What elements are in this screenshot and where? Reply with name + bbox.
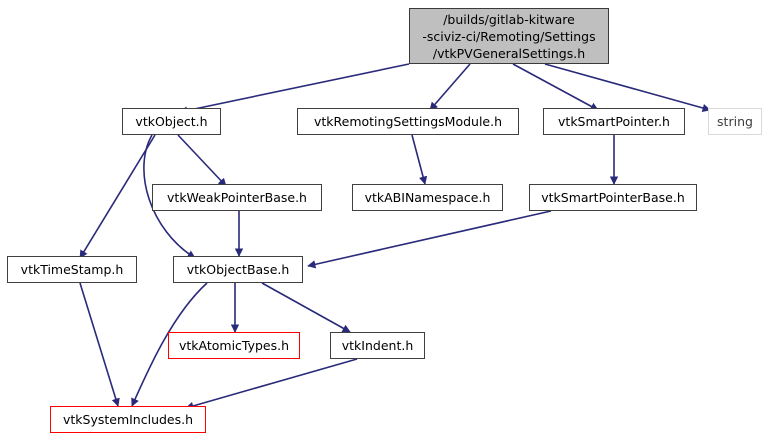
node-label-vtkABINamespace: vtkABINamespace.h: [364, 190, 491, 205]
node-root[interactable]: /builds/gitlab-kitware -sciviz-ci/Remoti…: [409, 8, 609, 64]
edges-group: [79, 63, 711, 410]
node-vtkTimeStamp[interactable]: vtkTimeStamp.h: [7, 256, 137, 283]
edge-vtkObjectBase-to-vtkIndent: [261, 282, 351, 333]
node-vtkWeakPointerBase[interactable]: vtkWeakPointerBase.h: [152, 184, 322, 211]
node-vtkABINamespace[interactable]: vtkABINamespace.h: [352, 184, 503, 211]
node-vtkAtomicTypes[interactable]: vtkAtomicTypes.h: [168, 332, 300, 359]
node-string[interactable]: string: [708, 108, 762, 135]
node-label-vtkSmartPointer: vtkSmartPointer.h: [558, 114, 670, 129]
node-vtkSmartPointer[interactable]: vtkSmartPointer.h: [543, 108, 685, 135]
edge-vtkObject-to-vtkObjectBase: [143, 134, 196, 259]
node-label-string: string: [717, 114, 753, 129]
edge-vtkTimeStamp-to-vtkSystemIncludes: [79, 282, 120, 407]
node-label-vtkObject: vtkObject.h: [135, 114, 208, 129]
node-vtkIndent[interactable]: vtkIndent.h: [330, 332, 425, 359]
node-label-vtkTimeStamp: vtkTimeStamp.h: [20, 262, 124, 277]
node-label-vtkSmartPointerBase: vtkSmartPointerBase.h: [541, 190, 685, 205]
node-label-vtkWeakPointerBase: vtkWeakPointerBase.h: [167, 190, 307, 205]
node-label-vtkAtomicTypes: vtkAtomicTypes.h: [178, 338, 290, 353]
edge-root-to-vtkRemotingSettingsModule: [429, 63, 471, 111]
edge-vtkObject-to-vtkWeakPointerBase: [177, 134, 227, 187]
edge-root-to-vtkSmartPointer: [512, 63, 599, 111]
edge-vtkObjectBase-to-vtkSystemIncludes: [131, 282, 208, 407]
edge-root-to-vtkObject: [179, 63, 410, 115]
edge-vtkIndent-to-vtkSystemIncludes: [185, 358, 358, 410]
node-vtkObjectBase[interactable]: vtkObjectBase.h: [173, 256, 303, 283]
edge-vtkSmartPointerBase-to-vtkObjectBase: [307, 210, 552, 269]
node-label-vtkIndent: vtkIndent.h: [341, 338, 414, 353]
node-label-root: /builds/gitlab-kitware -sciviz-ci/Remoti…: [422, 11, 596, 61]
edge-vtkRemotingSettingsModule-to-vtkABINamespace: [411, 134, 428, 185]
edge-vtkObject-to-vtkTimeStamp: [79, 134, 156, 259]
node-vtkSystemIncludes[interactable]: vtkSystemIncludes.h: [50, 406, 206, 433]
node-label-vtkSystemIncludes: vtkSystemIncludes.h: [62, 412, 194, 427]
node-label-vtkRemotingSettingsModule: vtkRemotingSettingsModule.h: [313, 114, 503, 129]
node-vtkSmartPointerBase[interactable]: vtkSmartPointerBase.h: [529, 184, 697, 211]
node-label-vtkObjectBase: vtkObjectBase.h: [186, 262, 290, 277]
edge-root-to-string: [544, 63, 711, 112]
node-vtkRemotingSettingsModule[interactable]: vtkRemotingSettingsModule.h: [297, 108, 519, 135]
node-vtkObject[interactable]: vtkObject.h: [122, 108, 221, 135]
